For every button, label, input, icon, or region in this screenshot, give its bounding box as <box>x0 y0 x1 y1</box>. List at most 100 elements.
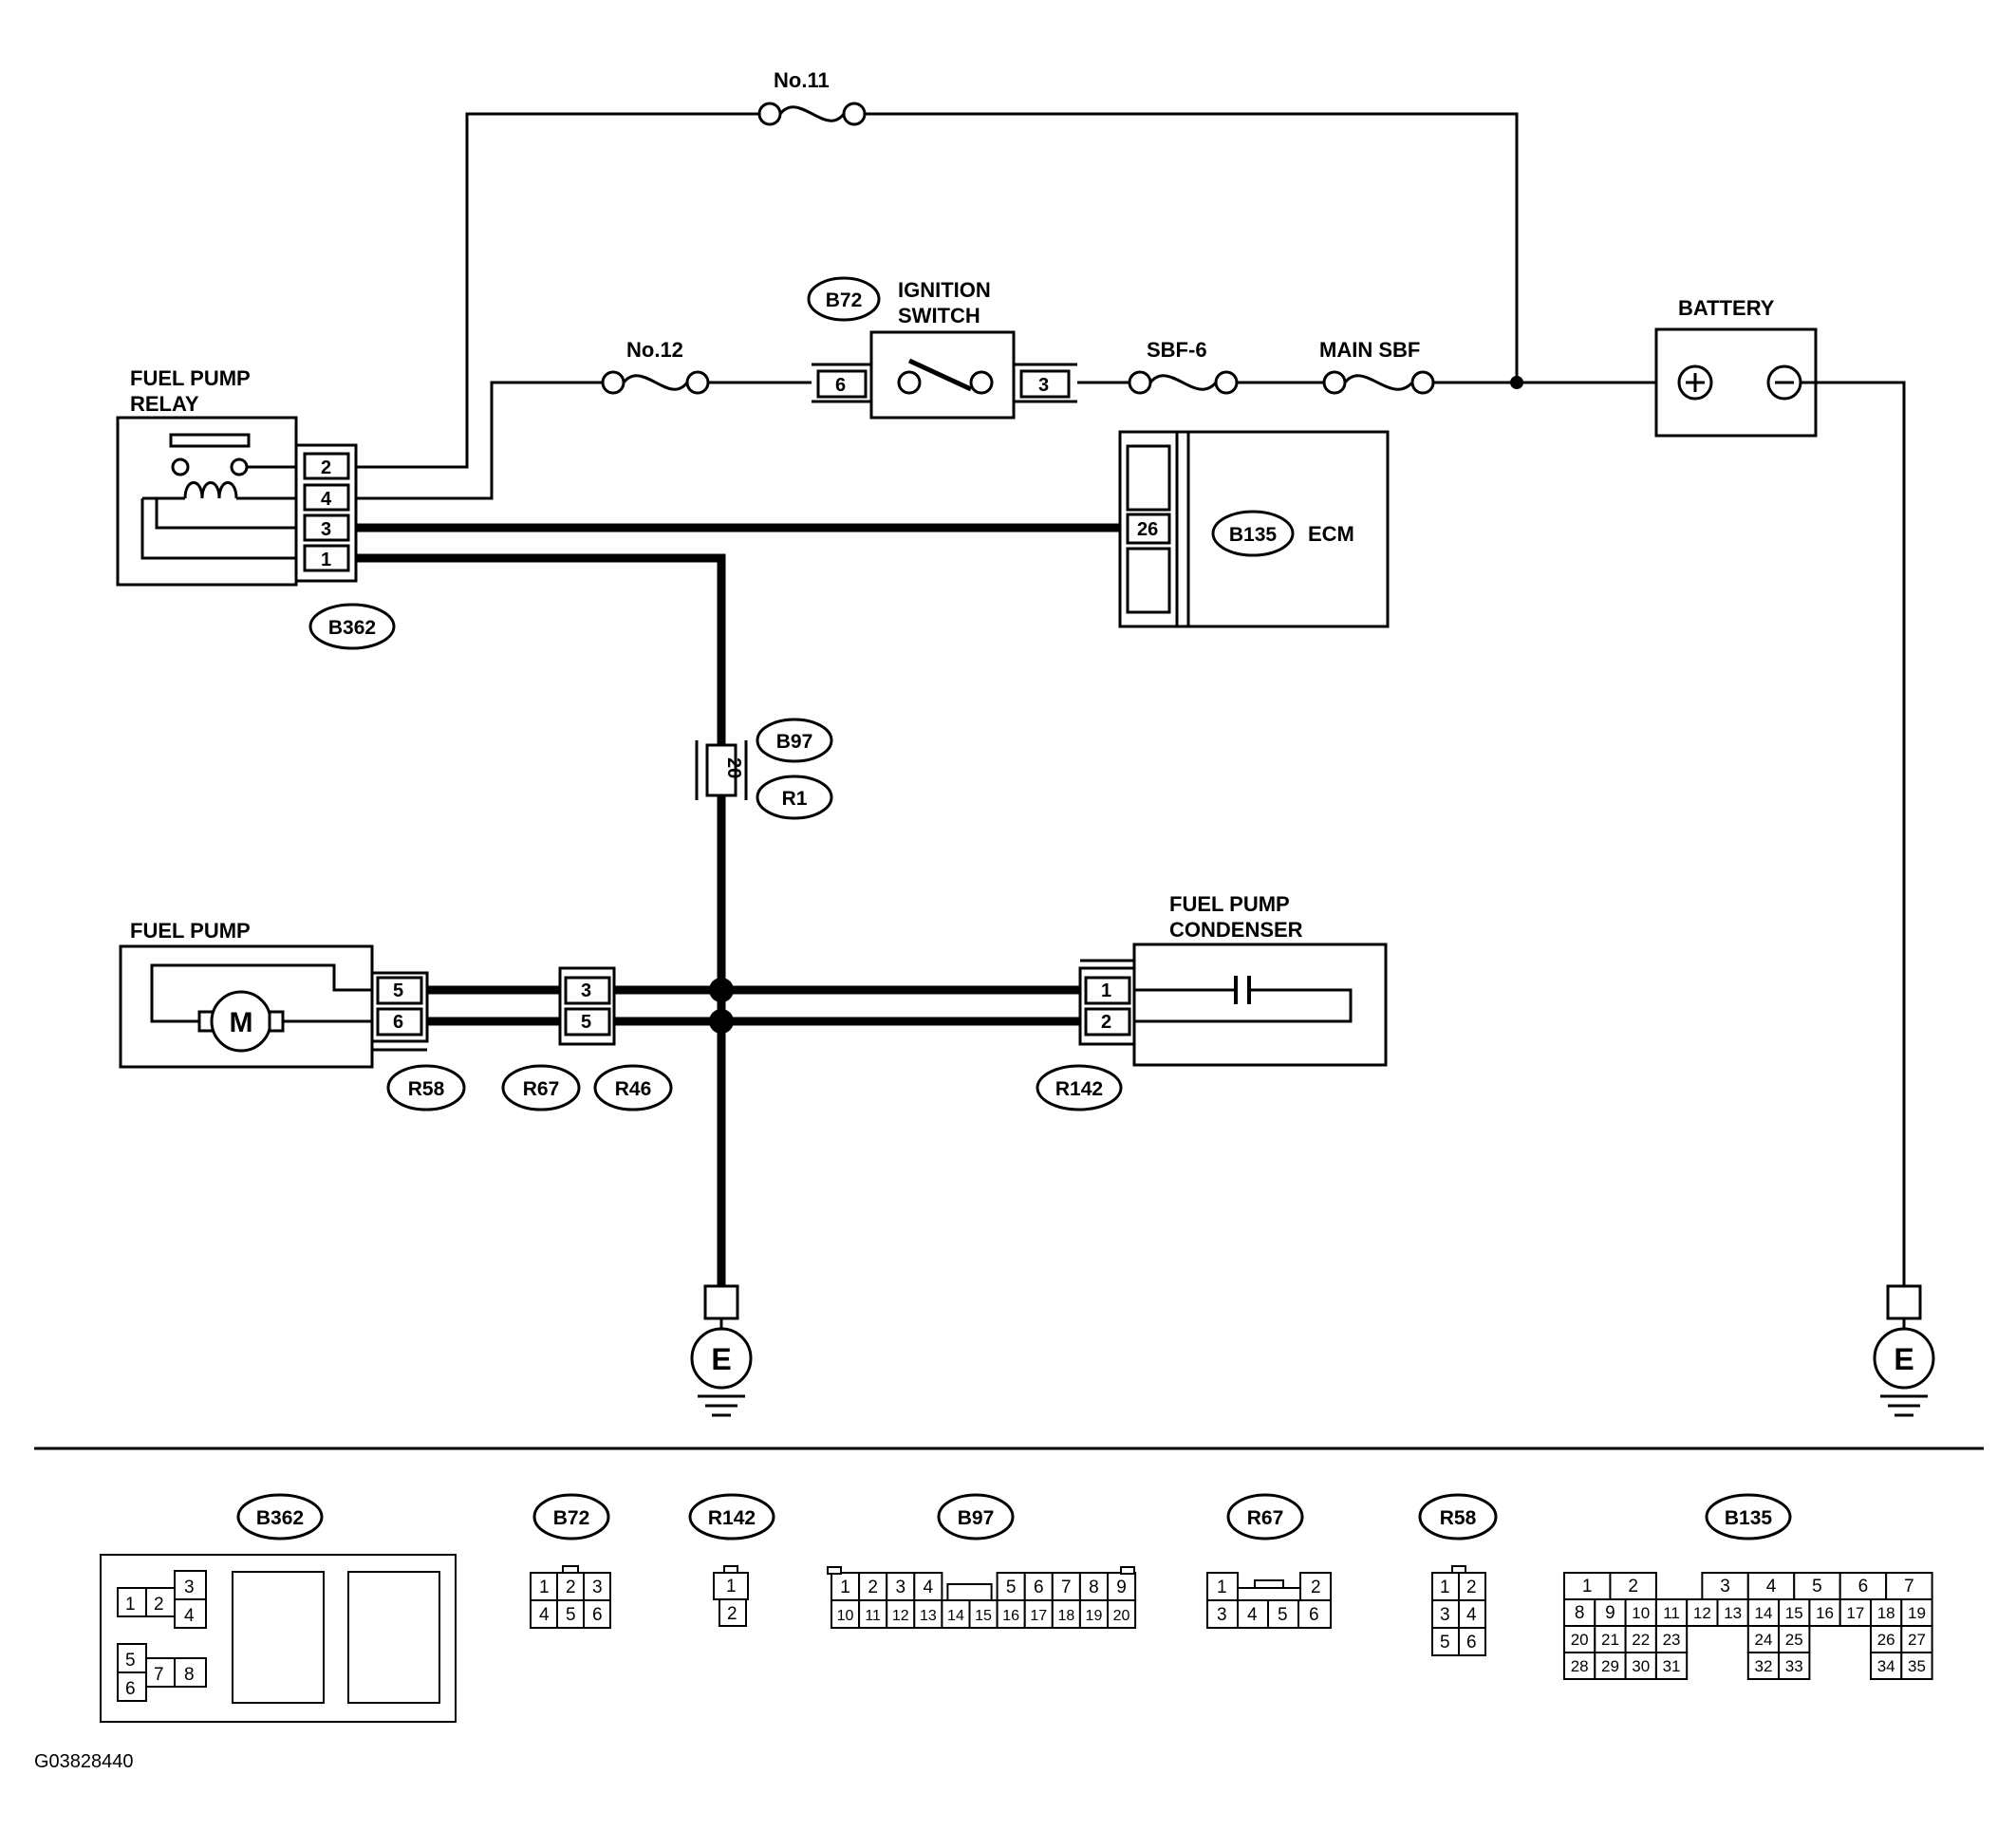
legend-b135-pin-31-cell <box>1654 1652 1689 1680</box>
legend-b97-latch-1 <box>827 1566 842 1575</box>
legend-b135-pin-33-cell <box>1778 1652 1811 1680</box>
condenser-label-2: CONDENSER <box>1169 918 1303 942</box>
wire-battery-to-ground <box>1794 381 1906 1286</box>
legend-b97-pin-10-cell <box>831 1599 861 1629</box>
legend-b135-pin-22: 22 <box>1632 1631 1650 1649</box>
b97-pin-20: 20 <box>723 757 744 778</box>
legend-b97-pin-11: 11 <box>865 1608 881 1624</box>
legend-oval-r142 <box>688 1493 775 1541</box>
ground-right <box>1873 1284 1935 1417</box>
legend-b135-pin-1: 1 <box>1582 1577 1593 1597</box>
oval-r46-label: R46 <box>615 1078 652 1100</box>
legend-b135-pin-31: 31 <box>1663 1657 1681 1675</box>
oval-r58-label: R58 <box>408 1078 445 1100</box>
legend-b72-pin-6: 6 <box>592 1605 603 1625</box>
fuse-sbf6 <box>1128 370 1239 395</box>
legend-oval-b135-label: B135 <box>1725 1507 1773 1529</box>
oval-b97-label: B97 <box>776 731 813 753</box>
legend-r67-pin-4: 4 <box>1247 1605 1258 1625</box>
legend-b135-pin-5-cell <box>1793 1572 1841 1600</box>
legend-b135-pin-2: 2 <box>1628 1577 1638 1597</box>
legend-b135-pin-9: 9 <box>1605 1603 1615 1623</box>
oval-r1 <box>756 775 833 820</box>
ecm-label: ECM <box>1308 522 1354 546</box>
legend-oval-r58 <box>1418 1493 1498 1541</box>
legend-r58-pin-1: 1 <box>1440 1578 1450 1597</box>
oval-r67 <box>501 1064 581 1111</box>
legend-b135-pin-11: 11 <box>1663 1604 1680 1622</box>
legend-b97-pin-18: 18 <box>1057 1608 1074 1624</box>
legend-b97-pin-13: 13 <box>920 1608 937 1624</box>
relay-pin-3: 3 <box>321 519 331 540</box>
legend-oval-r67-label: R67 <box>1247 1507 1284 1529</box>
r67-pin-3: 3 <box>581 980 591 1001</box>
legend-b362-pin-3: 3 <box>184 1578 195 1597</box>
legend-b97-pin-19: 19 <box>1086 1608 1103 1624</box>
legend-b135-pin-29: 29 <box>1601 1657 1619 1675</box>
legend-b362-pin-8: 8 <box>184 1665 195 1685</box>
oval-b135 <box>1211 510 1295 557</box>
legend-b135-pin-7-cell <box>1885 1572 1933 1600</box>
r67-pin-5: 5 <box>581 1012 591 1033</box>
figure-code: G03828440 <box>34 1751 134 1772</box>
fuel-pump-condenser <box>1078 943 1388 1067</box>
fuse-main-sbf-label: MAIN SBF <box>1319 338 1420 362</box>
legend-b135-pin-16: 16 <box>1816 1604 1834 1622</box>
legend-b135-pin-8: 8 <box>1575 1603 1585 1623</box>
legend-oval-r142-label: R142 <box>708 1507 756 1529</box>
legend-b97-pin-20-cell <box>1107 1599 1137 1629</box>
thin-wires <box>356 112 1906 1286</box>
legend-b72-pin-3: 3 <box>592 1578 603 1597</box>
legend-b362 <box>100 1554 457 1723</box>
legend-b97-pin-7: 7 <box>1061 1578 1072 1597</box>
battery-terminals <box>1677 364 1802 401</box>
legend-b135-pin-15: 15 <box>1785 1604 1803 1622</box>
oval-r58 <box>386 1064 466 1111</box>
legend-b97-pin-17: 17 <box>1030 1608 1047 1624</box>
legend-b72-pin-1: 1 <box>539 1578 550 1597</box>
r58-pin-5: 5 <box>393 980 403 1001</box>
legend-b135-pin-34: 34 <box>1877 1657 1895 1675</box>
ground-right-label: E <box>1894 1342 1913 1376</box>
legend-b97-pin-10: 10 <box>837 1608 854 1624</box>
legend-r67-pin-6: 6 <box>1309 1605 1319 1625</box>
legend-b135-pin-17: 17 <box>1846 1604 1864 1622</box>
relay-pin-2: 2 <box>321 458 331 478</box>
fuse-no12-label: No.12 <box>626 338 683 362</box>
legend-r58 <box>1431 1565 1486 1656</box>
legend-b135-pin-12: 12 <box>1693 1604 1711 1622</box>
legend-r67-pin-1: 1 <box>1217 1578 1227 1597</box>
fuel-pump-label: FUEL PUMP <box>130 919 251 943</box>
legend-oval-b72 <box>532 1493 610 1541</box>
legend-b97-pin-3: 3 <box>895 1578 905 1597</box>
ecm-pin-26: 26 <box>1137 519 1158 540</box>
legend-b135-pin-21: 21 <box>1601 1631 1619 1649</box>
fuse-no11-label: No.11 <box>774 68 830 92</box>
legend-b135-pin-30: 30 <box>1632 1657 1650 1675</box>
legend-b135-pin-18: 18 <box>1877 1604 1895 1622</box>
legend-b135-pin-24-cell <box>1746 1625 1781 1653</box>
relay-pin-4: 4 <box>321 489 332 510</box>
connector-r67-r46 <box>558 966 616 1046</box>
legend-b72-pin-2: 2 <box>566 1578 576 1597</box>
legend-b135-pin-9-cell <box>1594 1598 1627 1627</box>
legend-b135-pin-5: 5 <box>1812 1577 1822 1597</box>
r142-pin-1: 1 <box>1101 980 1111 1001</box>
legend-b362-pin-6: 6 <box>125 1679 136 1699</box>
legend-b97-pin-4: 4 <box>924 1578 934 1597</box>
legend-b135-pin-32: 32 <box>1754 1657 1772 1675</box>
oval-r46 <box>593 1064 673 1111</box>
legend-b362-pin-4: 4 <box>184 1606 195 1626</box>
legend-oval-b135 <box>1705 1493 1792 1541</box>
fuel-pump <box>119 944 429 1069</box>
oval-r1-label: R1 <box>782 788 808 810</box>
fuse-no11 <box>757 102 867 126</box>
legend-r67 <box>1206 1572 1332 1629</box>
legend-r58-pin-4: 4 <box>1466 1605 1477 1625</box>
ground-left <box>690 1284 753 1417</box>
thick-wires <box>356 523 1120 1286</box>
legend-b362-pin-5: 5 <box>125 1651 136 1671</box>
legend-b135-pin-21-cell <box>1594 1625 1627 1653</box>
legend-b135-pin-2-cell <box>1609 1572 1657 1600</box>
